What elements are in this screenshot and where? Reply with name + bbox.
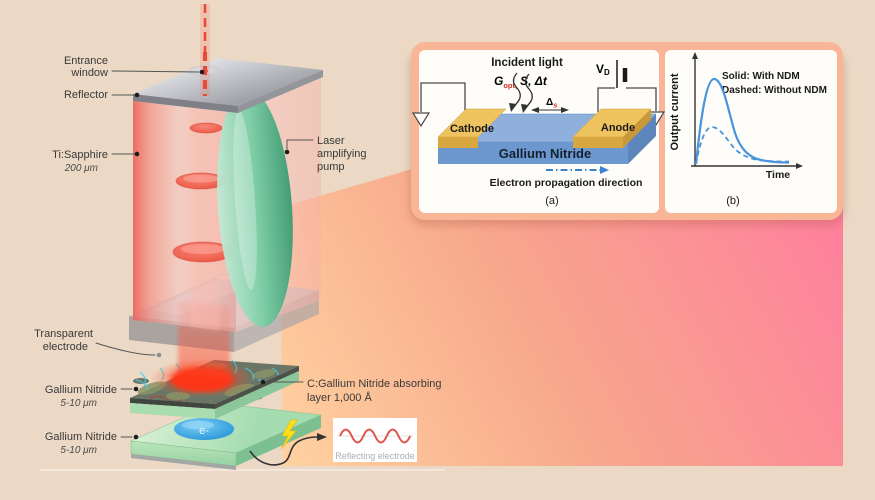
device-labels: Entrance window Reflector Ti:Sapphire 20… (34, 55, 441, 456)
delta-sub: s (553, 101, 557, 110)
label-gan-bottom: Gallium Nitride 5-10 μm (45, 431, 139, 456)
svg-text:pump: pump (317, 161, 345, 173)
delta-s-label: Δs (546, 97, 557, 110)
electron-direction-label: Electron propagation direction (490, 177, 643, 189)
svg-text:electrode: electrode (43, 341, 88, 353)
inset-panel: Incident light Gopt,S, Δt Δs (409, 42, 845, 226)
anode-contact: Anode (572, 108, 652, 148)
device-stack: e- (129, 4, 323, 470)
label-absorbing-layer: C:Gallium Nitride absorbing layer 1,000 … (260, 378, 442, 404)
delta-s-marker: Δs (531, 97, 569, 113)
svg-text:Ti:Sapphire: Ti:Sapphire (52, 149, 108, 161)
curve-with-ndm (694, 77, 790, 165)
formula-g-sub: opt, (503, 81, 517, 90)
background-gradient-wedge (281, 167, 843, 466)
label-gan-bottom-thickness: 5-10 μm (60, 445, 97, 456)
svg-text:Reflector: Reflector (64, 89, 108, 101)
svg-text:amplifying: amplifying (317, 148, 367, 160)
svg-text:Gallium Nitride: Gallium Nitride (45, 431, 117, 443)
anode-label: Anode (601, 122, 635, 134)
label-entrance-window: Entrance window (64, 55, 205, 79)
pump-lens (217, 89, 293, 327)
reflector-plate (133, 58, 323, 113)
internal-beam (190, 107, 220, 330)
anode-circuit (597, 87, 657, 112)
label-transparent-electrode: Transparent electrode (34, 328, 162, 358)
cathode-contact: Cathode (437, 108, 507, 148)
lightning-bolt-icon (280, 419, 298, 450)
label-entrance-window-line2: window (70, 67, 108, 79)
vd-label: VD (596, 62, 610, 77)
legend-dashed: Dashed: Without NDM (722, 85, 827, 96)
panel-a-label: (a) (545, 195, 558, 207)
label-ti-sapphire-thickness: 200 μm (64, 163, 98, 174)
gan-slab-label: Gallium Nitride (499, 146, 591, 161)
svg-text:Laser: Laser (317, 135, 345, 147)
reflecting-electrode-box: Reflecting electrode (333, 418, 417, 462)
laser-pulse-disks (172, 122, 234, 263)
reflecting-electrode-label: Reflecting electrode (335, 451, 415, 461)
label-laser-pump: Laser amplifying pump (284, 135, 367, 173)
legend-solid: Solid: With NDM (722, 71, 800, 82)
cathode-label: Cathode (450, 123, 494, 135)
cathode-circuit (420, 82, 466, 112)
svg-text:C:Gallium Nitride absorbing: C:Gallium Nitride absorbing (307, 378, 442, 390)
signal-arrowhead (317, 433, 327, 441)
panel-b-label: (b) (726, 195, 739, 207)
incident-light-label: Incident light (491, 57, 563, 69)
curve-without-ndm (695, 126, 790, 165)
sine-wave (339, 428, 412, 444)
label-reflector: Reflector (64, 89, 140, 101)
vd-symbol: V (596, 62, 604, 76)
delta-symbol: Δ (546, 97, 553, 108)
signal-arrow (249, 436, 318, 466)
label-entrance-window-line1: Entrance (64, 55, 108, 67)
label-gan-top-thickness: 5-10 μm (60, 398, 97, 409)
label-ti-sapphire: Ti:Sapphire 200 μm (52, 149, 140, 174)
formula-g: G (494, 74, 503, 88)
output-signal-callout: Reflecting electrode (249, 418, 417, 466)
vd-sub: D (604, 68, 610, 77)
generation-formula: Gopt,S, Δt (494, 74, 548, 90)
formula-rest: S, Δt (520, 74, 548, 88)
incident-light-arrows (512, 72, 533, 106)
x-axis-label: Time (766, 169, 790, 181)
label-gan-top: Gallium Nitride 5-10 μm (45, 384, 139, 409)
svg-text:layer 1,000 Å: layer 1,000 Å (307, 391, 372, 404)
svg-text:Transparent: Transparent (34, 328, 93, 340)
panel-b: Output current Time Solid: With NDM Dash… (669, 52, 827, 207)
y-axis-label: Output current (669, 73, 681, 150)
ground-symbol-left (411, 112, 431, 128)
svg-text:Gallium Nitride: Gallium Nitride (45, 384, 117, 396)
electron-label: e- (199, 425, 209, 437)
gan-bottom-box: e- (129, 402, 323, 470)
panel-a: Incident light Gopt,S, Δt Δs (411, 57, 666, 207)
